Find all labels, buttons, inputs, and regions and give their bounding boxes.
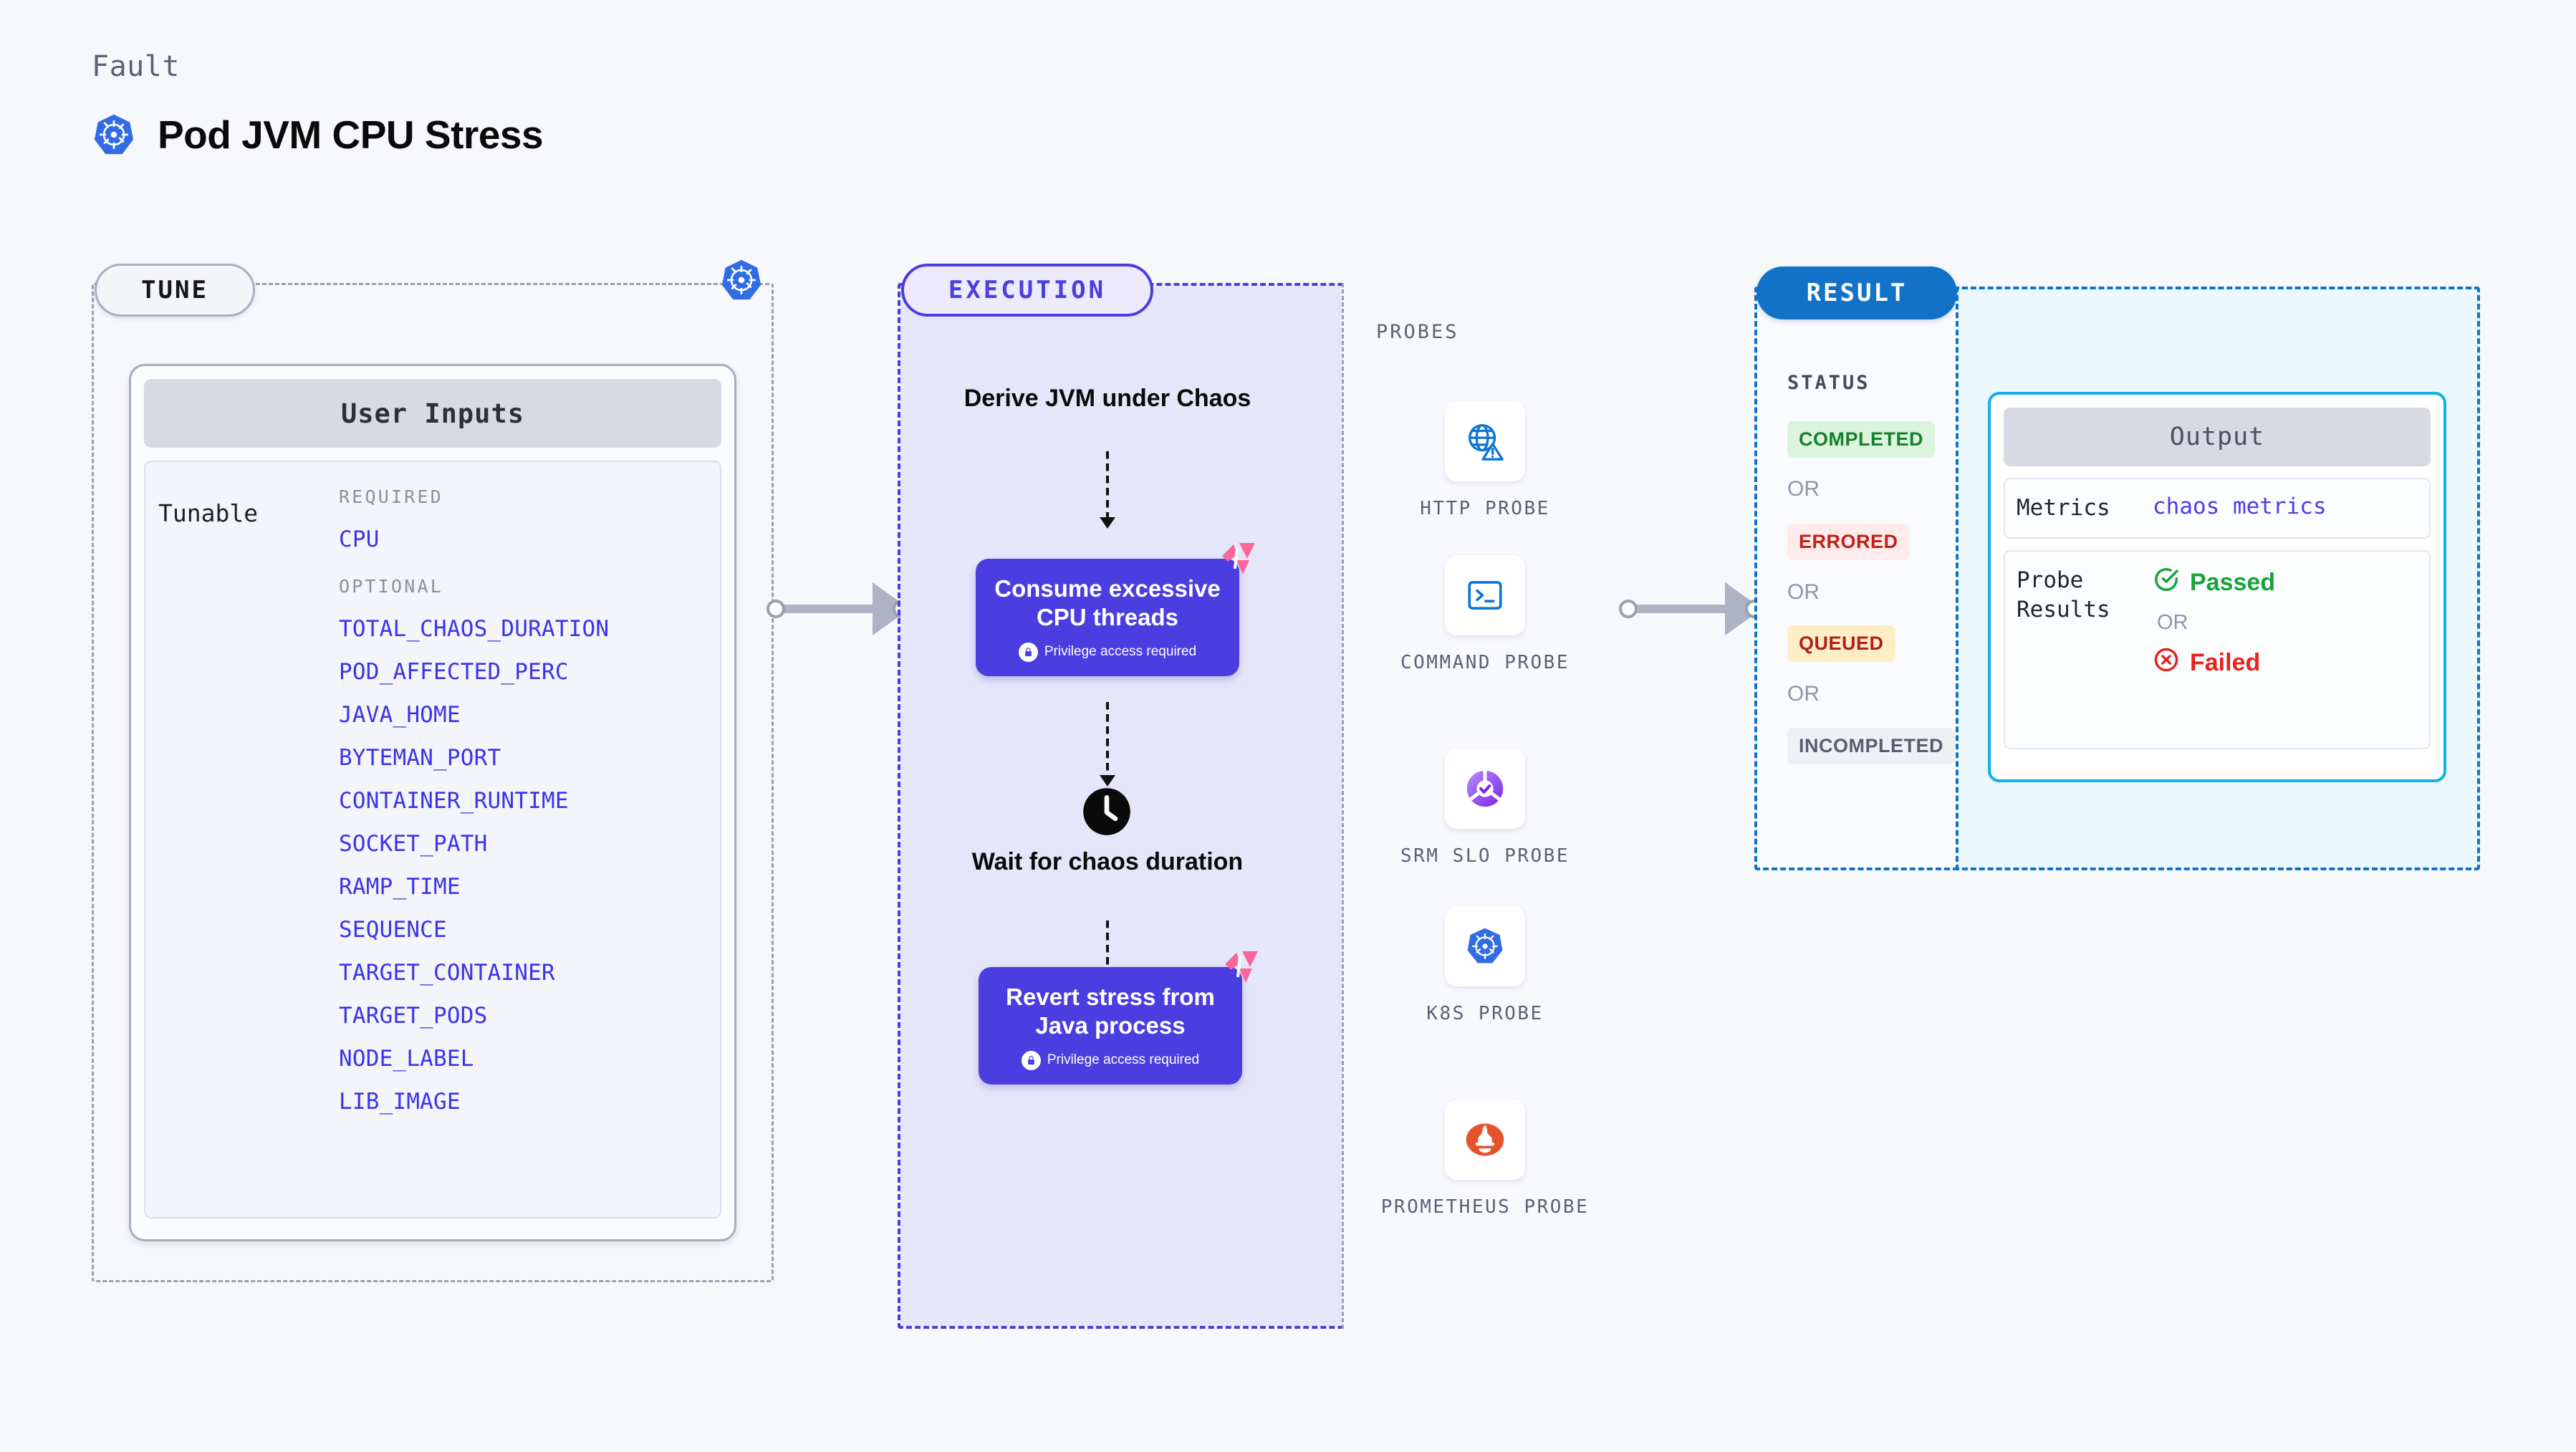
probe-result-or: OR [2157, 610, 2188, 634]
probe-label: COMMAND PROBE [1400, 652, 1570, 673]
optional-heading: OPTIONAL [339, 576, 444, 597]
or-label-3: OR [1787, 682, 1820, 706]
check-circle-icon [2153, 566, 2180, 600]
probe-results-key: Probe Results [2017, 567, 2110, 622]
probes-label: PROBES [1376, 321, 1459, 343]
connector-tune-to-execution [766, 580, 911, 638]
kubernetes-icon [92, 112, 136, 157]
param-java-home[interactable]: JAVA_HOME [339, 702, 461, 728]
page-title: Pod JVM CPU Stress [158, 112, 544, 157]
required-heading: REQUIRED [339, 486, 444, 507]
probe-result-failed-label: Failed [2190, 648, 2261, 676]
exec-card-consume-cpu[interactable]: Consume excessive CPU threads Privilege … [976, 543, 1255, 676]
probe-srm-slo[interactable]: SRM SLO PROBE [1342, 749, 1628, 869]
probe-label: HTTP PROBE [1420, 498, 1550, 519]
litmus-icon [1221, 948, 1261, 989]
probe-result-passed: Passed [2153, 566, 2275, 600]
param-node-label[interactable]: NODE_LABEL [339, 1046, 474, 1072]
flow-step-derive-jvm: Derive JVM under Chaos [963, 385, 1251, 412]
lock-icon [1021, 1050, 1041, 1070]
status-badge-completed: COMPLETED [1787, 421, 1936, 458]
param-total-chaos-duration[interactable]: TOTAL_CHAOS_DURATION [339, 616, 610, 642]
title-row: Pod JVM CPU Stress [92, 112, 544, 158]
status-badge-errored: ERRORED [1787, 524, 1910, 560]
probe-result-passed-label: Passed [2190, 568, 2276, 596]
param-target-pods[interactable]: TARGET_PODS [339, 1003, 488, 1029]
param-lib-image[interactable]: LIB_IMAGE [339, 1089, 461, 1115]
output-title: Output [2004, 408, 2431, 466]
srm-slo-probe-icon [1445, 749, 1525, 829]
exec-card-note-text: Privilege access required [1044, 644, 1197, 659]
or-label-2: OR [1787, 580, 1820, 604]
param-target-container[interactable]: TARGET_CONTAINER [339, 960, 555, 986]
status-label: STATUS [1787, 372, 1870, 394]
exec-card-title: Consume excessive CPU threads [994, 575, 1221, 631]
param-sequence[interactable]: SEQUENCE [339, 917, 447, 943]
user-inputs-card: User Inputs Tunable REQUIRED CPU OPTIONA… [129, 364, 736, 1241]
or-label-1: OR [1787, 477, 1820, 501]
litmus-icon [1218, 540, 1258, 581]
probe-k8s[interactable]: K8S PROBE [1342, 906, 1628, 1027]
connector-execution-to-result [1619, 580, 1764, 638]
param-container-runtime[interactable]: CONTAINER_RUNTIME [339, 788, 569, 814]
tune-zone [92, 283, 774, 1282]
fault-kicker: Fault [92, 50, 180, 83]
kubernetes-icon [1445, 906, 1525, 986]
probe-result-failed: Failed [2153, 646, 2275, 680]
exec-card-note: Privilege access required [989, 1050, 1232, 1070]
command-probe-icon [1445, 555, 1525, 635]
param-cpu[interactable]: CPU [339, 527, 380, 552]
kubernetes-icon [719, 258, 764, 306]
status-badge-incompleted: INCOMPLETED [1787, 728, 1956, 764]
probe-label: SRM SLO PROBE [1400, 845, 1570, 867]
tunable-lists: REQUIRED CPU OPTIONAL TOTAL_CHAOS_DURATI… [339, 486, 713, 1210]
param-ramp-time[interactable]: RAMP_TIME [339, 874, 461, 900]
status-badge-queued: QUEUED [1787, 625, 1895, 662]
param-socket-path[interactable]: SOCKET_PATH [339, 831, 488, 857]
x-circle-icon [2153, 646, 2180, 680]
flow-step-wait-duration: Wait for chaos duration [971, 848, 1244, 875]
tune-badge: TUNE [95, 264, 255, 317]
http-probe-icon [1445, 401, 1525, 481]
output-row-probe-results: Probe Results Passed OR [2004, 549, 2431, 749]
probe-label: K8S PROBE [1426, 1003, 1544, 1024]
user-inputs-title: User Inputs [144, 379, 721, 448]
page-header: Fault Pod JVM CPU Stress [92, 50, 544, 158]
exec-card-note-text: Privilege access required [1047, 1052, 1200, 1067]
result-badge: RESULT [1756, 266, 1957, 319]
tunable-label: Tunable [158, 499, 259, 527]
probe-http[interactable]: HTTP PROBE [1342, 401, 1628, 521]
prometheus-icon [1445, 1100, 1525, 1180]
output-row-metrics: Metrics chaos metrics [2004, 478, 2431, 539]
flow-arrow-2 [1100, 702, 1115, 787]
metrics-key: Metrics [2017, 495, 2110, 521]
lock-icon [1018, 642, 1038, 662]
param-pod-affected-perc[interactable]: POD_AFFECTED_PERC [339, 659, 569, 685]
exec-card-revert-stress[interactable]: Revert stress from Java process Privileg… [979, 951, 1258, 1085]
metrics-value[interactable]: chaos metrics [2153, 494, 2327, 519]
probe-label: PROMETHEUS PROBE [1380, 1196, 1590, 1218]
probe-command[interactable]: COMMAND PROBE [1342, 555, 1628, 675]
output-card: Output Metrics chaos metrics Probe Resul… [1988, 392, 2446, 782]
result-status-zone [1754, 287, 1959, 870]
probe-prometheus[interactable]: PROMETHEUS PROBE [1342, 1100, 1628, 1220]
flow-arrow-1 [1100, 451, 1115, 529]
probe-results-values: Passed OR Failed [2153, 566, 2275, 734]
execution-badge: EXECUTION [901, 264, 1153, 317]
exec-card-note: Privilege access required [986, 642, 1229, 662]
tunable-body: Tunable REQUIRED CPU OPTIONAL TOTAL_CHAO… [144, 461, 721, 1218]
param-byteman-port[interactable]: BYTEMAN_PORT [339, 745, 501, 771]
exec-card-title: Revert stress from Java process [1006, 984, 1215, 1039]
clock-icon [1082, 787, 1132, 840]
